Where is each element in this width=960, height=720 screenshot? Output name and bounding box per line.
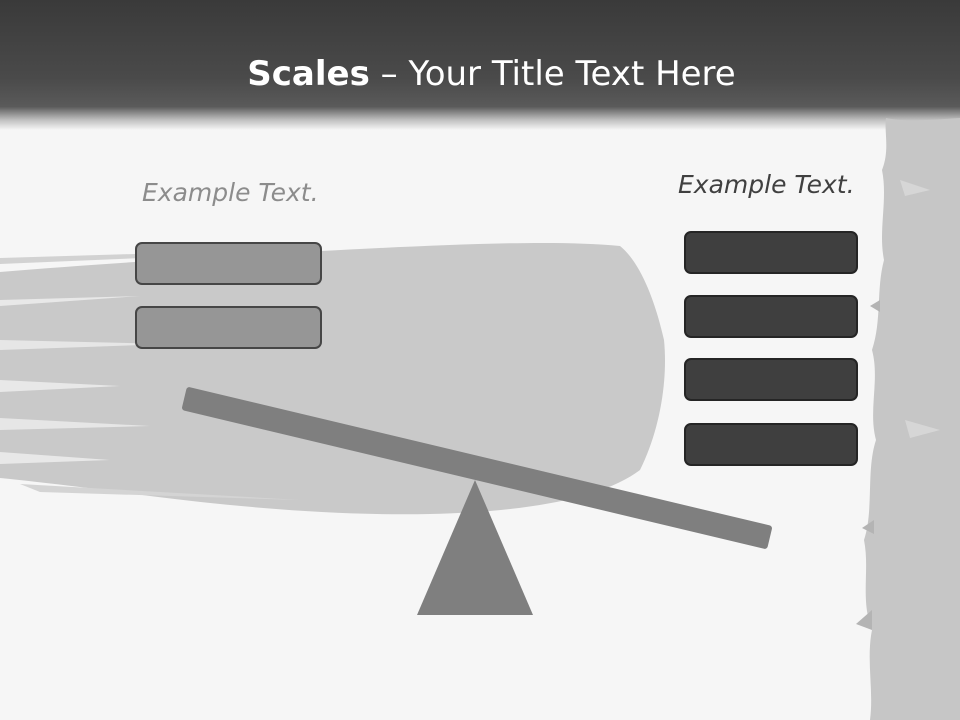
page-title: Scales – Your Title Text Here (0, 52, 960, 96)
right-label: Example Text. (678, 170, 855, 199)
scale-beam (182, 387, 772, 549)
left-box-1 (135, 242, 322, 285)
brush-stroke-horizontal (0, 242, 665, 515)
scale-fulcrum (417, 480, 533, 615)
left-label: Example Text. (142, 178, 319, 207)
title-bold: Scales (247, 54, 370, 94)
left-box-2 (135, 306, 322, 349)
title-bar (0, 0, 960, 130)
title-rest: – Your Title Text Here (369, 54, 736, 94)
right-box-1 (684, 231, 858, 274)
right-box-2 (684, 295, 858, 338)
right-box-3 (684, 358, 858, 401)
brush-stroke-vertical (856, 118, 960, 720)
right-box-4 (684, 423, 858, 466)
